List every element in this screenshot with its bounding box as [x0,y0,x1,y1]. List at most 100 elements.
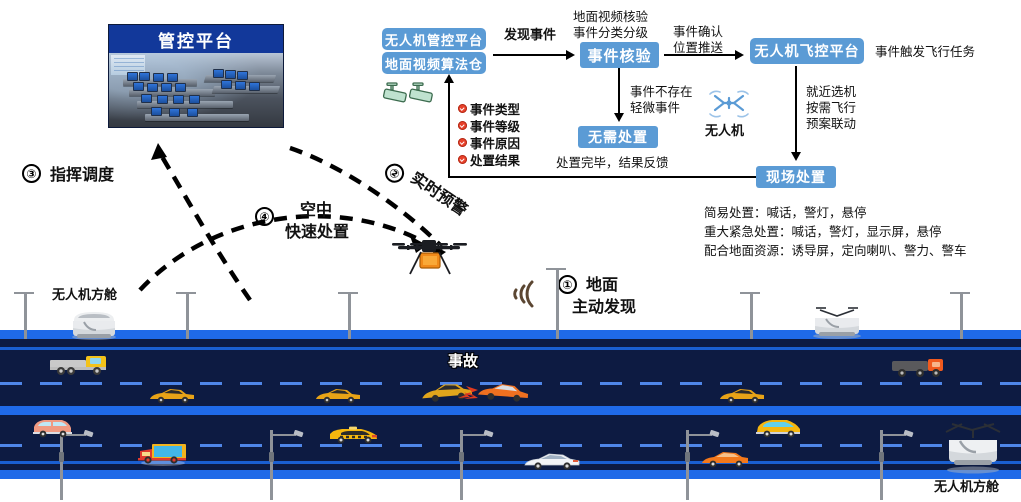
drone-flight-platform-label: 无人机飞控平台 [754,44,860,60]
arrow1-head [566,50,575,60]
onsite-handling-box[interactable]: 现场处置 [756,166,836,188]
road-band-upper [0,339,1021,347]
road-edge-middle [0,406,1021,415]
light-pole [960,292,963,339]
checklist-label: 事件原因 [470,135,521,151]
light-pole-arm [740,292,760,294]
step-1-number: ① [558,275,577,294]
checklist-item: 事件类型 [458,100,521,117]
step-4-label-2: 快速处置 [285,222,350,241]
drone-hangar-left [66,308,122,340]
camera-to-platform-line [448,82,450,106]
no-action-label: 无需处置 [588,130,648,146]
drone-flight-platform-box[interactable]: 无人机飞控平台 [750,38,864,64]
light-pole-arm [950,292,970,294]
check-circle-icon [458,137,467,147]
arrow2-head [735,50,744,60]
dispatch-note-3: 预案联动 [806,116,857,131]
drone-hangar-right-label: 无人机方舱 [934,480,1000,495]
checklist-label: 事件等级 [470,118,521,134]
vehicle-accident-group [420,382,530,404]
vehicle-sedan-gold [314,388,362,404]
check-circle-icon [458,154,467,164]
ground-verify-caption-2: 事件分类分级 [573,25,649,40]
vehicle-taxi-yellow [328,426,380,444]
lane-dash-upper [0,382,1021,385]
control-platform-title: 管控平台 [109,25,283,53]
room-window [111,55,145,75]
drone-caption: 无人机 [705,124,745,139]
flight-to-onsite-head [791,152,801,161]
drone-icon [706,88,752,120]
light-pole-arm [338,292,358,294]
no-event-label-1: 事件不存在 [630,84,693,99]
event-confirm-label-2: 位置推送 [673,40,724,55]
event-verify-label: 事件核验 [587,46,652,65]
vehicle-sedan-gold [718,388,766,404]
accident-label: 事故 [448,352,479,370]
step-4-number: ④ [255,207,274,226]
light-pole-arm [176,292,196,294]
arrow2-line [664,54,736,56]
ground-video-algo-label: 地面视频算法仓 [384,57,483,73]
drone-hangar-right-upper [806,302,868,340]
light-pole [24,292,27,339]
verify-to-noaction-line [618,68,620,114]
light-pole [750,292,753,339]
signal-waves-icon [492,272,540,316]
checklist-label: 处置结果 [470,152,521,168]
light-pole-arm [546,268,566,270]
vehicle-van-red [138,442,188,466]
checklist-item: 事件等级 [458,117,521,134]
road-band-lower [0,464,1021,470]
control-room-image [109,53,283,127]
check-circle-icon [458,103,467,113]
flight-task-note: 事件触发飞行任务 [875,44,976,59]
step-4-label-1: 空中 [300,200,333,219]
light-pole [556,268,559,339]
event-checklist: 事件类型 事件等级 事件原因 处置结果 [458,100,520,168]
vehicle-compact-yellow [755,418,803,438]
checklist-item: 处置结果 [458,151,521,168]
vehicle-truck-dark [892,358,944,378]
vehicle-sedan-orange [700,450,750,468]
feedback-label: 处置完毕，结果反馈 [556,155,669,170]
step-1-label-1: 地面 [586,275,619,294]
drone-hangar-left-label: 无人机方舱 [52,288,118,303]
measure-line-3: 配合地面资源：诱导屏，定向喇叭、警力、警车 [704,243,967,258]
highway-scene: 事故 [0,268,1021,502]
light-pole [348,292,351,339]
dispatch-note-2: 按需飞行 [806,100,857,115]
check-circle-icon [458,120,467,130]
loop-left-line [448,106,450,178]
road-stripe-upper [0,347,1021,350]
control-platform-photo: 管控平台 [108,24,284,128]
camera-to-platform-arrowhead [444,74,454,83]
discover-event-label: 发现事件 [504,28,557,43]
onsite-handling-label: 现场处置 [766,170,826,186]
drone-control-platform-label: 无人机管控平台 [384,33,483,49]
arrow1-line [493,54,567,56]
flying-drone-icon [388,232,470,280]
road-edge-top [0,330,1021,339]
event-confirm-label-1: 事件确认 [673,24,724,39]
step-1-label-2: 主动发现 [572,297,637,316]
measure-line-1: 简易处置：喊话，警灯，悬停 [704,205,867,220]
vehicle-sedan-gold [148,388,196,404]
checklist-item: 事件原因 [458,134,521,151]
verify-to-noaction-head [614,113,624,122]
vehicle-truck-yellow [50,356,108,376]
flight-to-onsite-line [795,66,797,154]
ground-verify-caption-1: 地面视频核验 [573,9,649,24]
step-3-number: ③ [22,164,41,183]
drone-control-platform-box[interactable]: 无人机管控平台 [382,28,486,50]
drone-hangar-right-lower [938,418,1008,476]
ground-video-algo-box[interactable]: 地面视频算法仓 [382,52,486,74]
event-verify-box[interactable]: 事件核验 [580,42,659,68]
measure-line-2: 重大紧急处置：喊话，警灯，显示屏，悬停 [704,224,942,239]
no-action-box[interactable]: 无需处置 [578,126,658,148]
road-edge-bottom [0,470,1021,479]
checklist-label: 事件类型 [470,101,521,117]
loop-bottom-line [448,176,778,178]
